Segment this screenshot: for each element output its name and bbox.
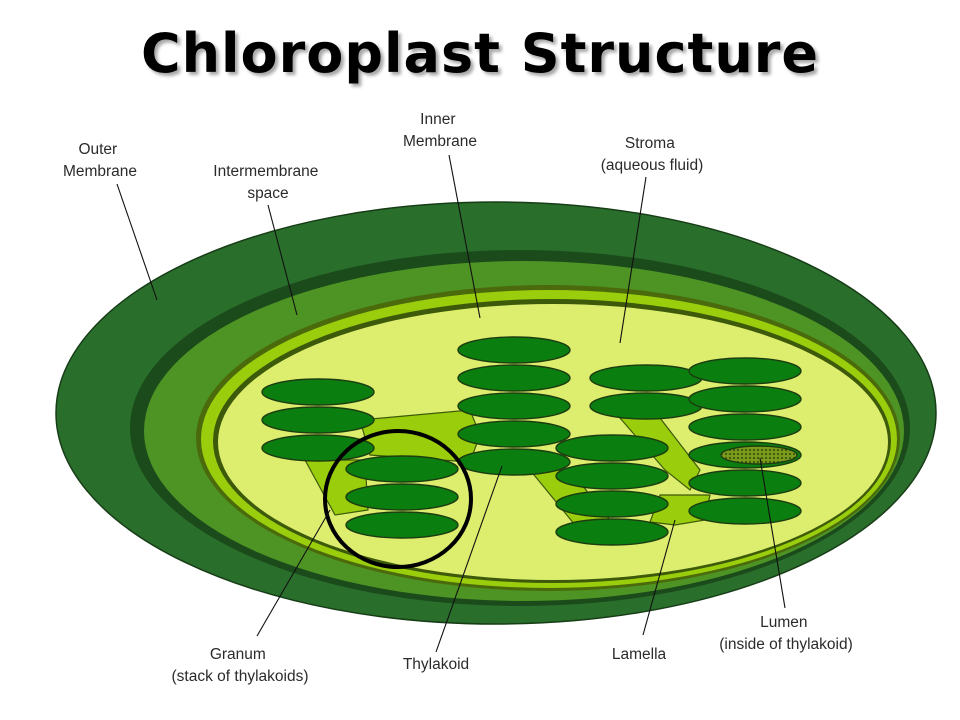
thylakoid: [345, 455, 459, 483]
label-inner-membrane: Inner Membrane: [403, 111, 477, 150]
lumen: [720, 445, 798, 465]
thylakoid: [261, 378, 375, 406]
thylakoid: [457, 392, 571, 420]
labels: Outer Membrane Intermembrane space Inner…: [63, 111, 853, 685]
granum-stack-5: [555, 434, 669, 546]
diagram-title: Chloroplast Structure: [140, 22, 820, 85]
thylakoid: [688, 497, 802, 525]
leader-granum: [256, 509, 331, 637]
label-granum: Granum (stack of thylakoids): [172, 646, 309, 685]
granum-stack-3: [457, 336, 571, 476]
thylakoid: [457, 420, 571, 448]
thylakoid: [589, 392, 703, 420]
thylakoid: [555, 490, 669, 518]
granum-highlight-circle: [323, 429, 473, 569]
thylakoid: [589, 364, 703, 392]
thylakoid: [555, 518, 669, 546]
thylakoid: [261, 406, 375, 434]
thylakoid: [457, 448, 571, 476]
leader-thylakoid: [435, 465, 503, 653]
label-stroma: Stroma (aqueous fluid): [601, 135, 704, 174]
thylakoid: [688, 357, 802, 385]
thylakoid: [555, 434, 669, 462]
granum-stack-1: [261, 378, 375, 462]
granum-stack-4: [589, 364, 703, 420]
thylakoid: [457, 364, 571, 392]
granum-stack-2: [345, 455, 459, 539]
thylakoid: [688, 469, 802, 497]
leader-stroma: [619, 176, 647, 344]
leader-intermembrane-space: [267, 204, 298, 316]
label-intermembrane-space: Intermembrane space: [213, 163, 322, 202]
label-outer-membrane: Outer Membrane: [63, 141, 137, 180]
leader-lamella: [642, 519, 676, 636]
leader-lumen: [759, 457, 786, 609]
label-lumen: Lumen (inside of thylakoid): [719, 614, 853, 653]
thylakoid: [457, 336, 571, 364]
thylakoid: [345, 511, 459, 539]
thylakoid: [688, 385, 802, 413]
thylakoid: [688, 413, 802, 441]
thylakoid: [345, 483, 459, 511]
leader-lines: [116, 154, 786, 653]
thylakoid: [555, 462, 669, 490]
label-lamella: Lamella: [612, 646, 667, 663]
leader-outer-membrane: [116, 183, 158, 301]
thylakoid: [261, 434, 375, 462]
label-thylakoid: Thylakoid: [403, 656, 469, 673]
leader-inner-membrane: [448, 154, 481, 319]
